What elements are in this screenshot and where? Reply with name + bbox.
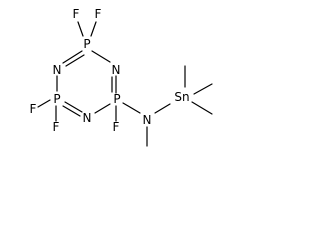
atom-p2: P — [53, 92, 60, 106]
bond-p1-n2 — [91, 50, 111, 63]
bond-p2-n3-double-a — [64, 101, 83, 113]
atom-p1: P — [83, 37, 90, 51]
atom-n2: N — [112, 63, 121, 77]
atom-f2: F — [95, 7, 102, 21]
bond-p1-n1-double-b — [65, 54, 85, 67]
bond-n3-p3 — [94, 103, 111, 114]
atom-sn: Sn — [174, 90, 189, 104]
bond-p1-f1 — [77, 21, 84, 37]
bond-p1-f2 — [90, 21, 97, 37]
atom-n4: N — [143, 113, 152, 127]
bond-sn-methyl-right — [193, 83, 213, 95]
bond-p3-n4 — [122, 102, 141, 114]
atom-f3: F — [30, 102, 37, 116]
atom-n3: N — [83, 111, 92, 125]
molecule-structure-diagram: P P P N N N F F F F F N Sn — [30, 7, 213, 147]
atom-p3: P — [113, 92, 120, 106]
bond-n4-sn — [154, 103, 171, 114]
atom-n1: N — [53, 63, 62, 77]
atom-f5: F — [113, 120, 120, 134]
atom-f4: F — [53, 120, 60, 134]
bond-p2-n3-double-b — [62, 105, 81, 117]
atom-f1: F — [73, 7, 80, 21]
bond-p1-n1-double-a — [62, 50, 83, 64]
bond-sn-methyl-down — [191, 101, 213, 115]
bond-p2-f3 — [37, 99, 51, 108]
